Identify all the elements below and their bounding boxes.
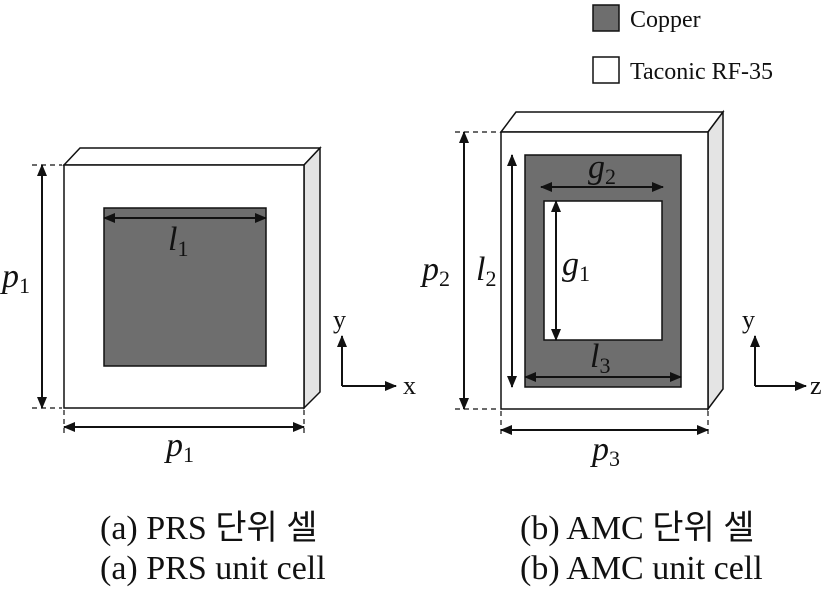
prs-copper-patch [103,207,267,367]
amc-z-axis-label: z [810,371,822,400]
amc-l2-label: l2 [476,251,496,291]
caption-a-korean: (a) PRS 단위 셀 [100,510,318,547]
caption-b-korean: (b) AMC 단위 셀 [520,510,755,547]
caption-a-english: (a) PRS unit cell [100,550,326,587]
amc-g2-label: g2 [588,149,616,189]
legend-copper-swatch [592,4,620,32]
prs-p1-left-label: p1 [0,258,30,298]
amc-g1-label: g1 [562,246,590,286]
legend-copper-label: Copper [630,7,701,33]
prs-substrate-top [62,147,322,166]
prs-y-axis-label: y [333,305,346,334]
prs-l1-label: l1 [168,221,188,261]
amc-l3-label: l3 [590,338,610,378]
legend-substrate-label: Taconic RF-35 [630,59,773,85]
amc-y-axis-label: y [742,305,755,334]
prs-x-axis-label: x [403,371,416,400]
legend-substrate-swatch [592,56,620,84]
amc-substrate-side [707,109,724,412]
amc-p3-label: p3 [590,431,620,471]
caption-b-english: (b) AMC unit cell [520,550,763,587]
amc-substrate-top [499,111,725,133]
prs-p1-bottom-label: p1 [164,427,194,467]
legend: Copper Taconic RF-35 [592,4,773,85]
amc-p2-label: p2 [420,251,450,291]
prs-unit-cell: l1 p1 p1 y x [0,146,416,467]
amc-unit-cell: g2 g1 l3 l2 p2 p3 y z [420,109,822,471]
amc-slot-opening [543,200,663,341]
prs-substrate-side [303,146,321,410]
